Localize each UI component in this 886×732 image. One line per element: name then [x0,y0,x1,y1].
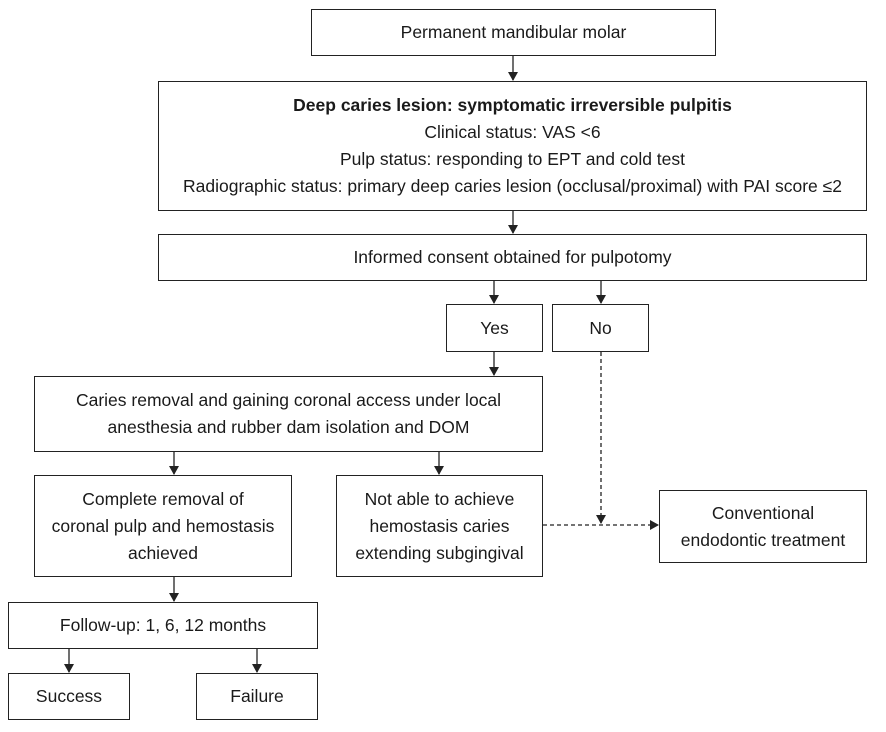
box-failure: Failure [196,673,318,720]
box-caries-removal: Caries removal and gaining coronal acces… [34,376,543,452]
conventional-line-2: endodontic treatment [680,529,846,550]
yes-label: Yes [480,317,509,338]
pulp-status: Pulp status: responding to EPT and cold … [339,149,686,169]
box-no: No [552,304,649,352]
success-label: Success [35,686,103,706]
box-complete-removal: Complete removal of coronal pulp and hem… [34,475,292,577]
caries-removal-line-2: anesthesia and rubber dam isolation and … [107,417,470,437]
not-able-line-3: extending subgingival [355,542,524,563]
box-success: Success [8,673,130,720]
not-able-line-1: Not able to achieve [364,488,515,509]
clinical-status: Clinical status: VAS <6 [424,122,601,142]
conventional-line-1: Conventional [711,502,815,523]
followup-line-1: Follow-up: 1, 6, 12 months [59,615,267,635]
not-able-line-2: hemostasis caries [369,515,510,536]
box-yes: Yes [446,304,543,352]
box-not-able-hemostasis: Not able to achieve hemostasis caries ex… [336,475,543,577]
box-conventional-endodontic: Conventional endodontic treatment [659,490,867,563]
consent-line-1: Informed consent obtained for pulpotomy [353,247,672,267]
box-informed-consent: Informed consent obtained for pulpotomy [158,234,867,281]
molar-line-1: Permanent mandibular molar [400,22,627,42]
radiographic-status: Radiographic status: primary deep caries… [183,176,842,196]
caries-removal-line-1: Caries removal and gaining coronal acces… [75,390,502,410]
complete-removal-line-2: coronal pulp and hemostasis [51,515,275,536]
box-follow-up: Follow-up: 1, 6, 12 months [8,602,318,649]
complete-removal-line-3: achieved [127,542,199,563]
deep-caries-title: Deep caries lesion: symptomatic irrevers… [293,95,732,115]
box-permanent-mandibular-molar: Permanent mandibular molar [311,9,716,56]
no-label: No [589,317,612,338]
box-deep-caries-lesion: Deep caries lesion: symptomatic irrevers… [158,81,867,211]
complete-removal-line-1: Complete removal of [82,488,244,509]
failure-label: Failure [230,686,284,706]
